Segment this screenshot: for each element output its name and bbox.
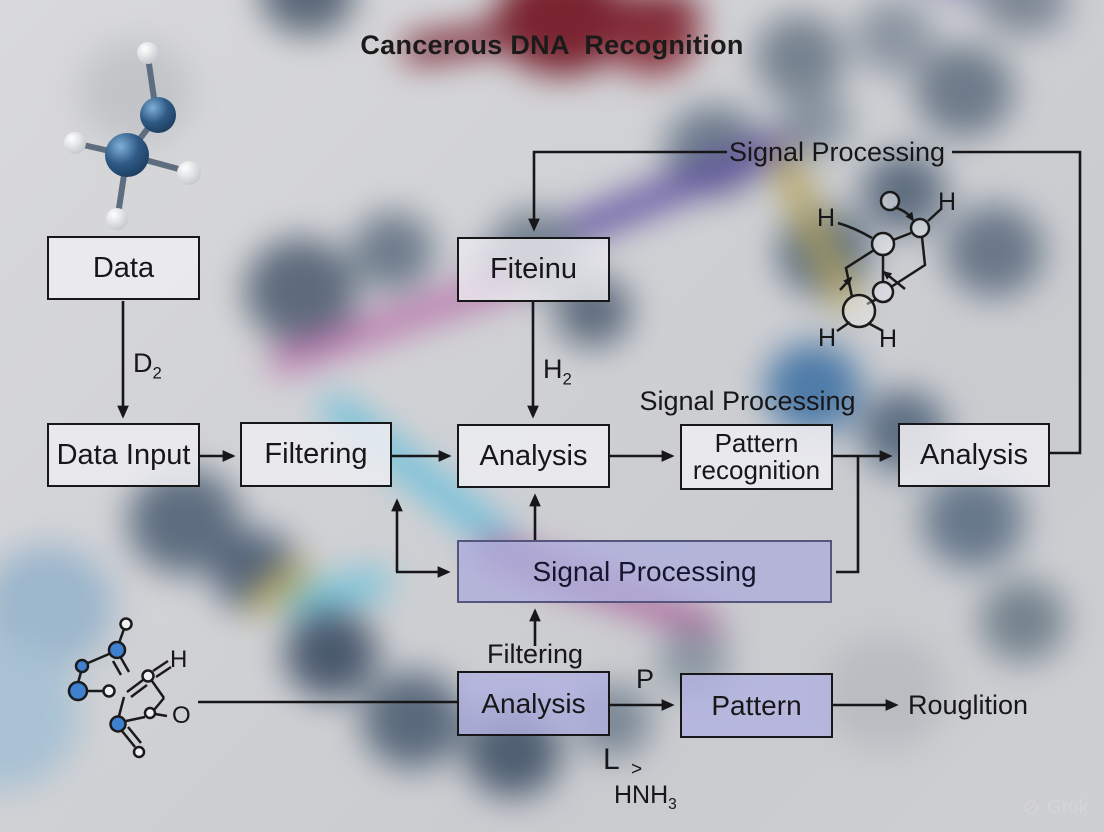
node-pattern: Pattern [680, 673, 833, 738]
grok-watermark: ⊘ Grok [1022, 795, 1088, 820]
label-h2: H2 [543, 354, 572, 389]
connector-lines [117, 150, 1082, 711]
label-signal-processing-top: Signal Processing [728, 137, 946, 167]
label-l-mark: L [603, 743, 620, 776]
label-signal-processing-mid: Signal Processing [639, 386, 856, 416]
atom-label-bl-h: H [170, 646, 188, 673]
node-pattern-recognition: Pattern recognition [680, 424, 833, 490]
node-data-input: Data Input [47, 423, 200, 487]
atom-label-bl-o: O [172, 702, 191, 729]
page-title: Cancerous DNA Recognition [360, 30, 744, 60]
node-analysis-bottom: Analysis [457, 671, 610, 736]
node-analysis-right: Analysis [898, 423, 1050, 487]
node-filtering: Filtering [240, 422, 392, 487]
atom-label-h2: H [938, 188, 957, 216]
ball-stick-molecule [64, 42, 201, 230]
node-data: Data [47, 236, 200, 300]
grok-watermark-text: Grok [1046, 796, 1088, 818]
label-hnh3: HNH3 [614, 781, 677, 813]
node-signal-processing: Signal Processing [457, 540, 832, 603]
node-fiteinu: Fiteinu [457, 237, 610, 302]
label-filtering-small: Filtering [486, 639, 584, 669]
grok-logo-icon: ⊘ [1022, 796, 1040, 819]
label-p: P [636, 664, 655, 694]
label-gt-mark: > [631, 759, 643, 780]
label-rouglition: Rouglition [908, 690, 1029, 720]
node-analysis-mid: Analysis [457, 424, 610, 488]
label-d2: D2 [133, 348, 162, 383]
atom-label-h1: H [817, 204, 836, 232]
atom-label-h3: H [818, 324, 837, 352]
ring-structure-sketch [836, 190, 942, 333]
blue-atom-structure [67, 617, 172, 759]
atom-label-h4: H [879, 325, 898, 353]
